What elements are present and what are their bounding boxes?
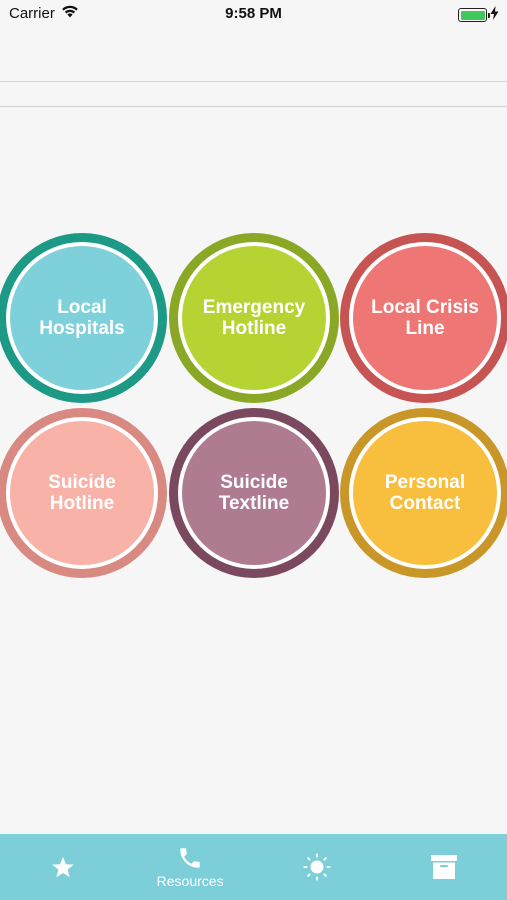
status-right [458, 6, 499, 24]
star-icon [51, 856, 75, 879]
tile-inner: Suicide Textline [178, 417, 330, 569]
battery-cap [487, 12, 490, 18]
tile-label: Suicide Textline [218, 472, 290, 514]
tile-emergency-hotline[interactable]: Emergency Hotline [169, 233, 339, 403]
tile-label: Emergency Hotline [202, 297, 306, 339]
tile-label: Personal Contact [384, 472, 466, 514]
tile-inner: Suicide Hotline [6, 417, 158, 569]
status-bar: Carrier 9:58 PM [0, 0, 507, 28]
status-left: Carrier [9, 5, 79, 22]
wifi-icon [61, 5, 79, 22]
tile-personal-contact[interactable]: Personal Contact [340, 408, 507, 578]
tile-inner: Local Hospitals [6, 242, 158, 394]
tile-suicide-hotline[interactable]: Suicide Hotline [0, 408, 167, 578]
tab-archive[interactable] [380, 834, 507, 900]
carrier-label: Carrier [9, 5, 55, 22]
phone-icon [177, 845, 203, 871]
tile-label: Local Crisis Line [371, 297, 479, 339]
sub-header-bar [0, 82, 507, 107]
tile-local-hospitals[interactable]: Local Hospitals [0, 233, 167, 403]
tile-suicide-textline[interactable]: Suicide Textline [169, 408, 339, 578]
tab-wellness[interactable] [254, 834, 381, 900]
sun-icon [303, 853, 331, 881]
tab-favorites[interactable] [0, 834, 127, 900]
tile-inner: Emergency Hotline [178, 242, 330, 394]
tile-label: Suicide Hotline [48, 472, 116, 514]
battery-fill [460, 10, 485, 20]
tile-inner: Local Crisis Line [349, 242, 501, 394]
archive-box-icon [430, 854, 458, 880]
tab-label: Resources [156, 873, 224, 889]
tile-local-crisis-line[interactable]: Local Crisis Line [340, 233, 507, 403]
status-time: 9:58 PM [225, 5, 282, 22]
tab-bar: Resources [0, 834, 507, 900]
tile-label: Local Hospitals [39, 297, 125, 339]
battery-icon [458, 8, 490, 22]
charging-bolt-icon [490, 6, 499, 24]
tab-resources[interactable]: Resources [127, 834, 254, 900]
tile-inner: Personal Contact [349, 417, 501, 569]
navigation-bar [0, 28, 507, 82]
